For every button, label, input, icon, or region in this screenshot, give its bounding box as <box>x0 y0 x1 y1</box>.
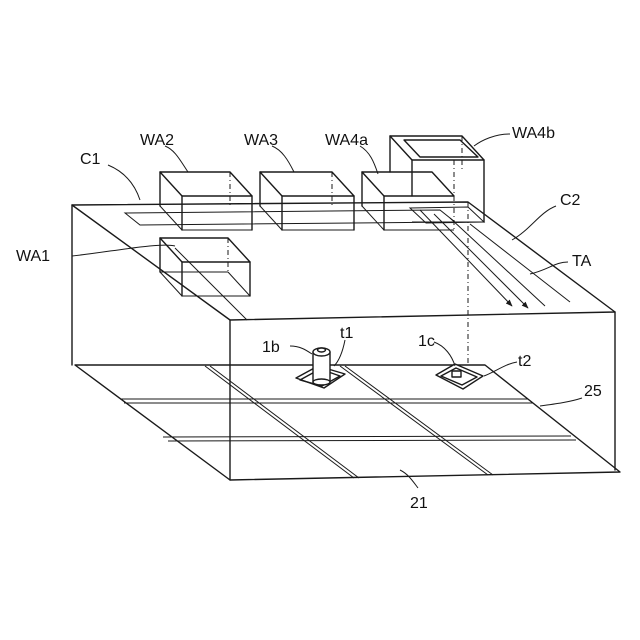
label-21: 21 <box>410 495 428 512</box>
label-1b: 1b <box>262 339 280 356</box>
label-t1: t1 <box>340 325 353 342</box>
window-wa4b <box>390 136 484 230</box>
label-wa1: WA1 <box>16 248 50 265</box>
label-wa4b: WA4b <box>512 125 555 142</box>
window-wa3 <box>260 172 354 230</box>
label-c2: C2 <box>560 192 581 209</box>
label-t2: t2 <box>518 353 531 370</box>
window-wa4a <box>362 172 454 230</box>
top-face-footprints <box>125 207 484 225</box>
window-wa2 <box>160 172 252 230</box>
label-c1: C1 <box>80 151 101 168</box>
terminal-t2 <box>436 364 483 389</box>
label-1c: 1c <box>418 333 435 350</box>
label-wa4a: WA4a <box>325 132 368 149</box>
window-wa1 <box>160 238 250 296</box>
label-ta: TA <box>572 253 592 270</box>
leader-lines <box>72 134 582 488</box>
terminal-t1 <box>296 348 345 388</box>
label-25: 25 <box>584 383 602 400</box>
substrate-plate <box>75 365 620 480</box>
label-wa2: WA2 <box>140 132 174 149</box>
scan-arrows <box>175 210 570 320</box>
label-wa3: WA3 <box>244 132 278 149</box>
